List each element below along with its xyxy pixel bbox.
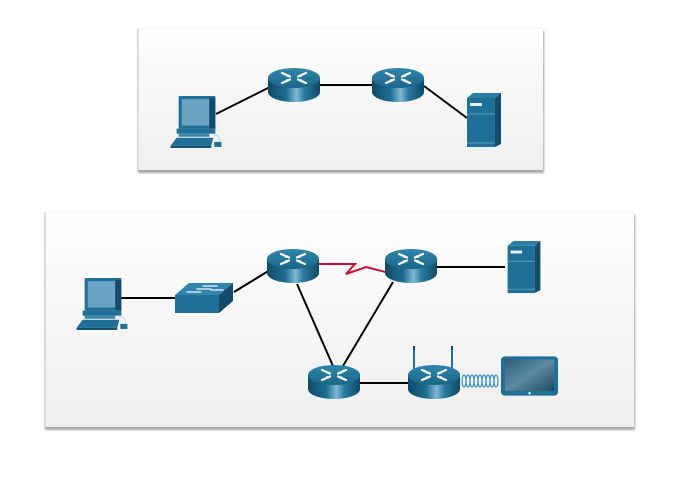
links-topology-1 [215, 84, 468, 119]
server-icon [466, 92, 502, 148]
tablet-icon [500, 356, 559, 396]
router-icon [384, 248, 438, 284]
router-icon [371, 67, 425, 103]
router-icon [266, 248, 320, 284]
pc-icon [76, 277, 128, 331]
router-icon [267, 67, 321, 103]
devices-topology-2 [76, 240, 559, 400]
server-icon [507, 240, 541, 294]
link-router-2-router-3 [342, 281, 394, 367]
switch-icon [174, 282, 234, 314]
pc-icon [170, 95, 222, 149]
link-pc-router-1 [215, 85, 273, 115]
links-topology-2 [117, 263, 505, 388]
link-wireless-router-tablet [461, 374, 499, 388]
router-icon [307, 364, 361, 400]
wireless-router-icon [407, 346, 461, 400]
link-router-1-router-2-serial [318, 263, 394, 275]
link-router-1-router-3 [296, 283, 334, 367]
devices-topology-1 [170, 67, 502, 149]
link-switch-router-1 [233, 269, 271, 293]
link-router-2-server [423, 85, 468, 119]
